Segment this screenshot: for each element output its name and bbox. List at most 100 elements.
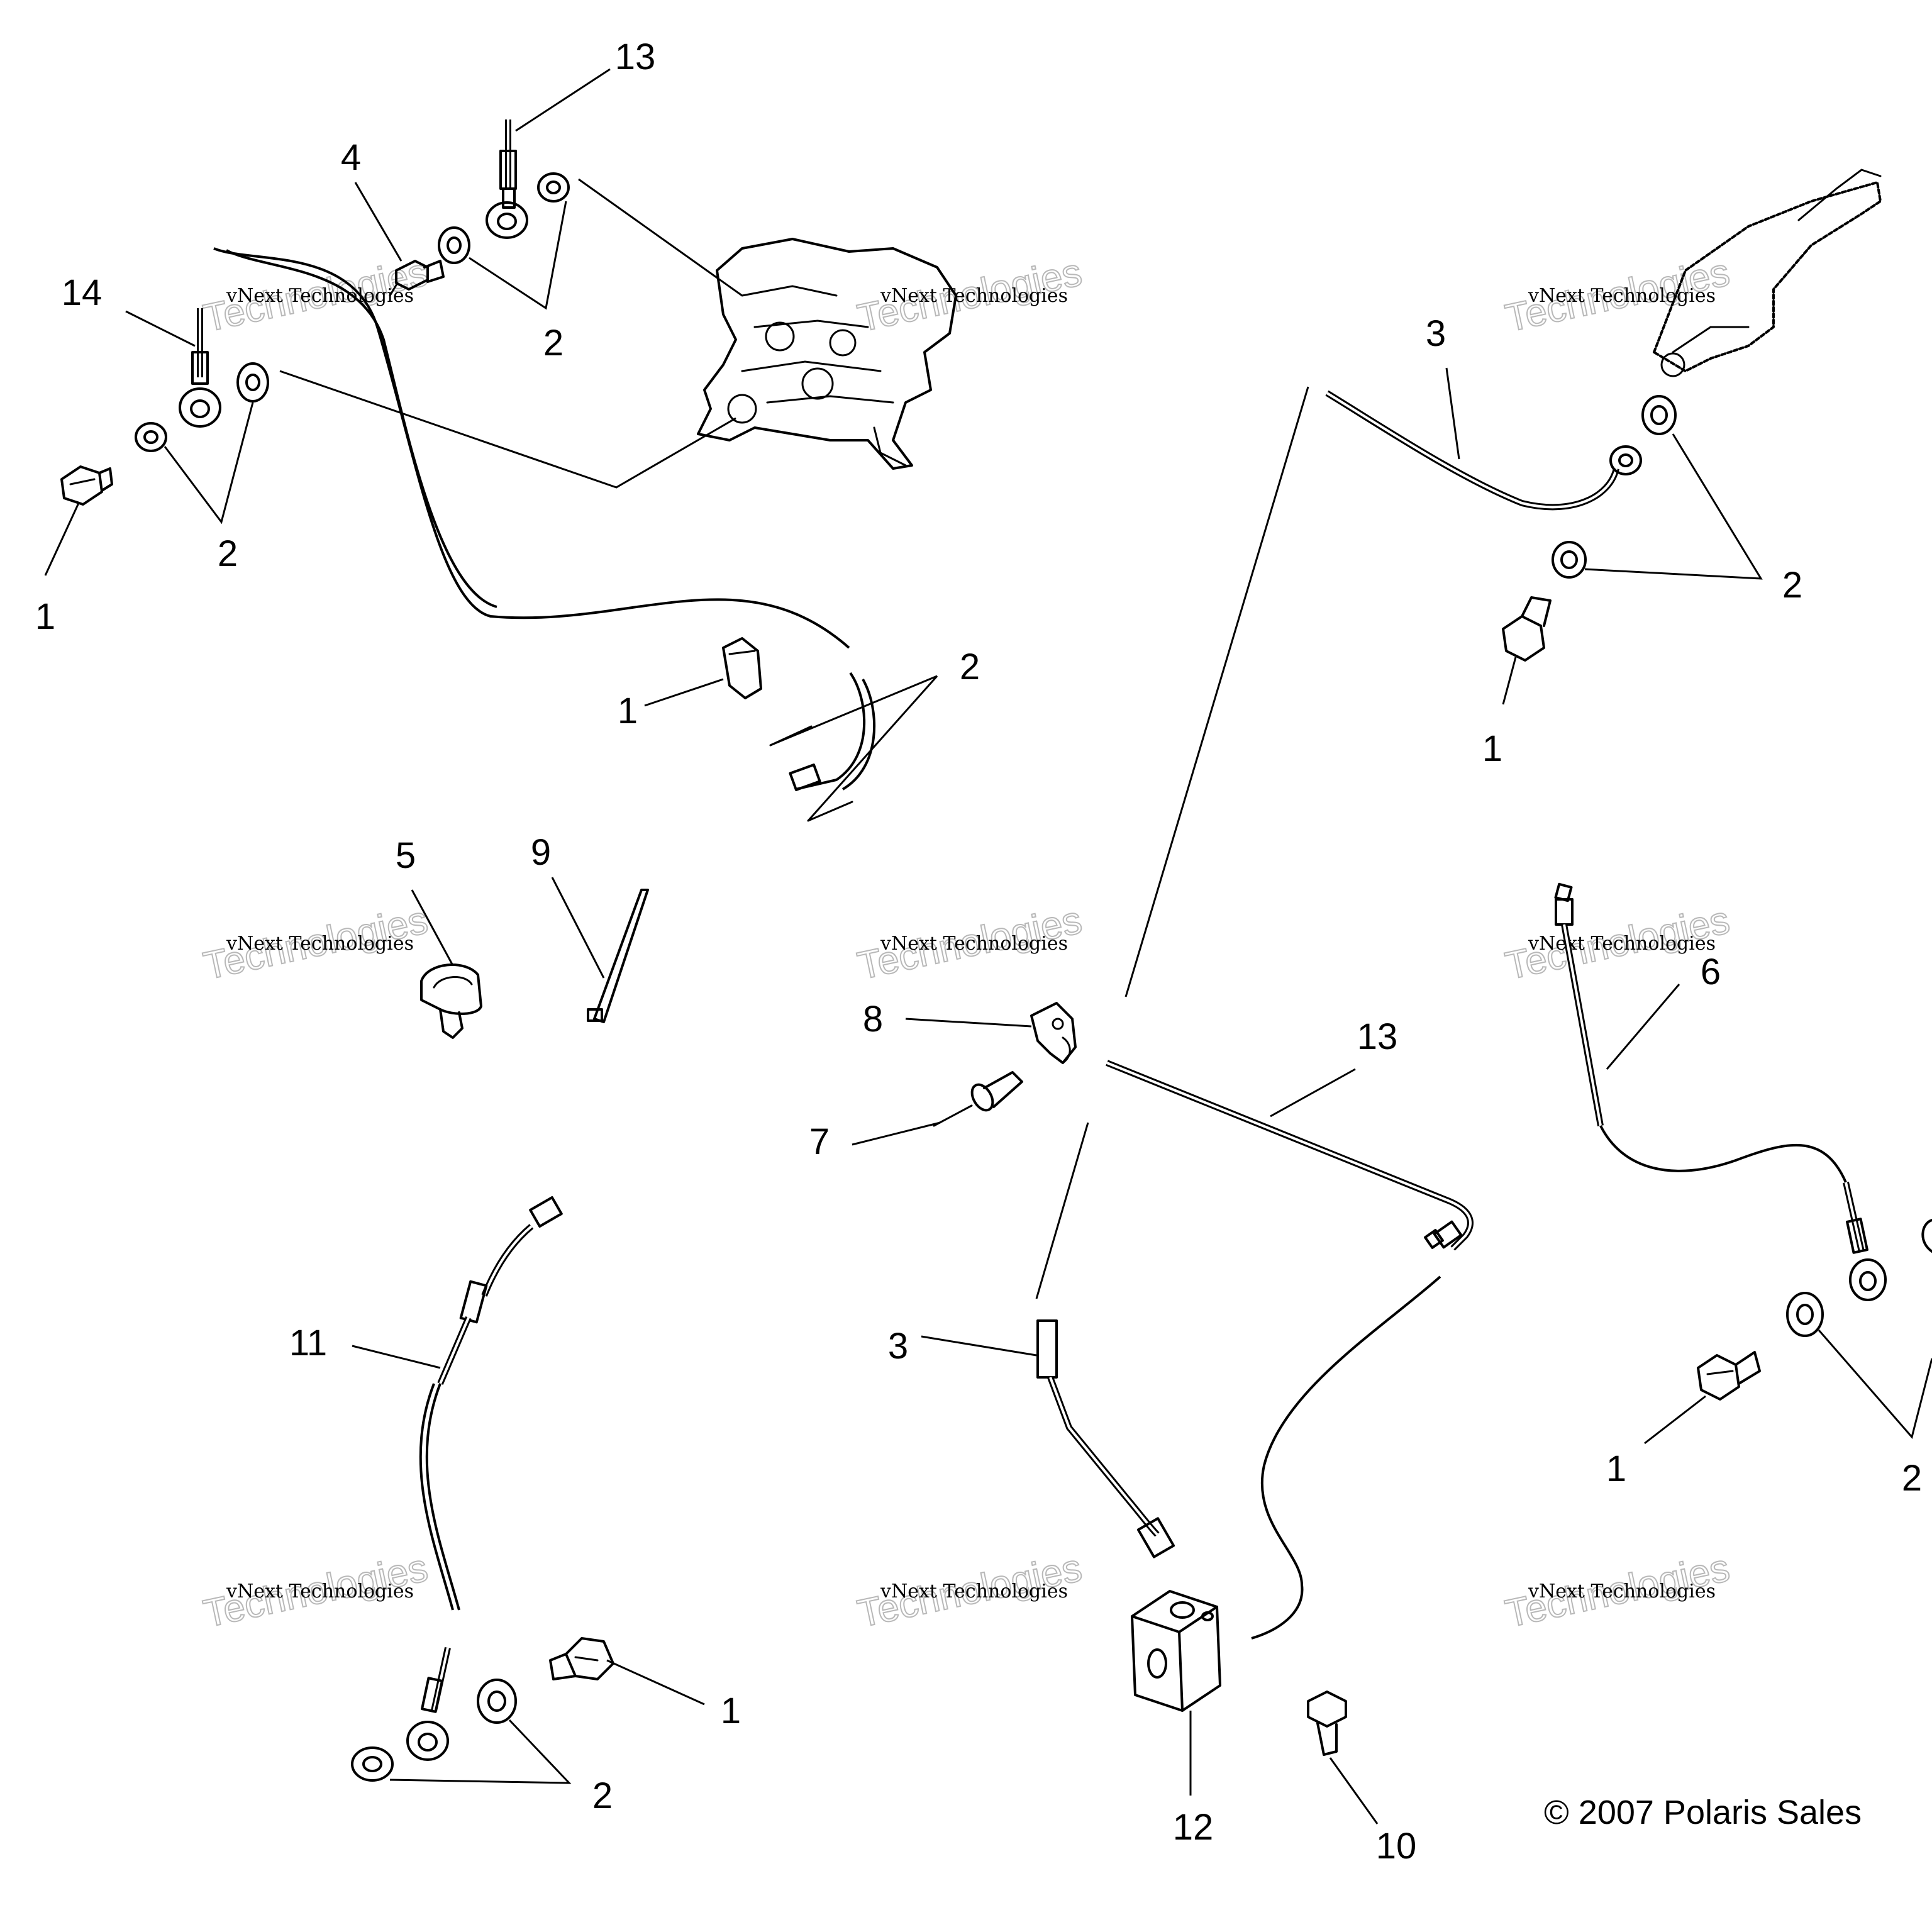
banjo-bolt-bottom-left [549, 1637, 614, 1680]
brake-line-13-rigid [1106, 1060, 1474, 1251]
watermark-middle-left: Technologies vNext Technologies [199, 897, 432, 989]
brake-hose-6 [1554, 882, 1887, 1301]
leader-2-right-mid [1818, 1330, 1932, 1440]
callout-c6: 6 [1701, 952, 1721, 992]
callout-c11: 11 [289, 1323, 327, 1363]
hose-tail-center [795, 672, 866, 791]
callout-c5: 5 [396, 835, 416, 876]
hose-return-curve [1251, 1275, 1441, 1640]
washer-top-a [537, 172, 570, 203]
leader-1-bottom-left [606, 1659, 705, 1706]
callout-c14: 14 [62, 272, 103, 313]
leader-13-center [1270, 1068, 1356, 1118]
washer-left-a [135, 422, 167, 452]
callout-c1b: 1 [1482, 728, 1502, 769]
banjo-bolt-center-left [722, 637, 762, 699]
hose-end-fitting-center [789, 763, 821, 791]
watermark-bottom-left: Technologies vNext Technologies [199, 1545, 432, 1636]
watermark-top-center: Technologies vNext Technologies [853, 250, 1086, 341]
brake-hose-long-curve [213, 247, 850, 649]
hose-bracket [1030, 1002, 1077, 1064]
svg-text:vNext Technologies: vNext Technologies [1528, 1580, 1716, 1602]
callout-c12: 12 [1173, 1807, 1214, 1848]
callout-c1a: 1 [35, 596, 55, 637]
svg-text:vNext Technologies: vNext Technologies [880, 285, 1068, 307]
distribution-block [1131, 1590, 1221, 1712]
leader-hose3-center [1124, 386, 1309, 997]
leader-1-right-mid [1644, 1395, 1706, 1445]
svg-text:vNext Technologies: vNext Technologies [1528, 933, 1716, 955]
leader-2-left [164, 402, 254, 525]
callout-c3b: 3 [888, 1326, 908, 1367]
banjo-bolt-right-mid [1697, 1351, 1761, 1401]
bleeder-screw [389, 260, 445, 297]
brake-hose-14-banjo [179, 308, 221, 428]
leader-8 [905, 1018, 1032, 1028]
leader-center-to-hose3b [1035, 1122, 1089, 1299]
leader-10 [1329, 1757, 1379, 1824]
brake-caliper [697, 238, 957, 470]
banjo-bolt-right-top [1502, 596, 1552, 662]
callout-c4: 4 [341, 137, 361, 178]
leader-7 [852, 1121, 941, 1146]
callout-c1c: 1 [618, 691, 638, 731]
callout-c9: 9 [531, 832, 551, 873]
watermark-middle-center: Technologies vNext Technologies [853, 897, 1086, 989]
leader-6 [1606, 984, 1680, 1070]
washer-edge-right [1921, 1219, 1932, 1253]
washer-bottom-left-a [351, 1746, 394, 1782]
leader-caliper-top [578, 178, 743, 297]
copyright-notice: © 2007 Polaris Sales [1544, 1794, 1862, 1831]
leader-caliper-left [279, 370, 736, 489]
leader-2-bottom-left [389, 1719, 572, 1784]
brake-hose-3-lower [1036, 1319, 1175, 1558]
callout-c2d: 2 [960, 647, 980, 687]
callout-c10: 10 [1376, 1826, 1417, 1867]
callout-c2e: 2 [1902, 1458, 1922, 1499]
callout-c1d: 1 [1606, 1448, 1626, 1489]
leader-2-right-top [1584, 433, 1763, 580]
svg-text:vNext Technologies: vNext Technologies [880, 933, 1068, 955]
leader-3-lower [921, 1335, 1037, 1357]
leader-1-center-left [644, 678, 724, 707]
leader-2-center-left [770, 675, 938, 821]
callout-c7: 7 [809, 1121, 830, 1162]
callout-c2c: 2 [1782, 565, 1802, 606]
leader-1-right-top [1502, 657, 1517, 705]
master-cylinder-lever [1653, 169, 1882, 377]
leader-5 [411, 889, 454, 966]
leader-3-upper [1445, 367, 1460, 460]
watermark-bottom-center: Technologies vNext Technologies [853, 1545, 1086, 1636]
leader-13-top [515, 68, 611, 132]
watermark-bottom-right: Technologies vNext Technologies [1501, 1545, 1734, 1636]
brake-hose-11 [406, 1196, 563, 1761]
callout-c2f: 2 [592, 1775, 613, 1816]
hose-clamp [420, 963, 482, 1039]
callout-c2a: 2 [543, 323, 564, 364]
svg-text:vNext Technologies: vNext Technologies [1528, 285, 1716, 307]
svg-text:vNext Technologies: vNext Technologies [226, 933, 414, 955]
brake-hose-long-curve-inner [226, 249, 497, 608]
brake-hose-upper-banjo [486, 119, 528, 239]
callout-c13b: 13 [1357, 1016, 1398, 1057]
callout-c2b: 2 [218, 533, 238, 574]
washer-right-top-b [1552, 541, 1587, 579]
leader-9 [551, 877, 605, 979]
hose-tail-center-2 [841, 679, 876, 791]
washer-left-b [236, 362, 269, 402]
callout-c8: 8 [863, 999, 883, 1040]
brake-hose-3-upper [1325, 390, 1642, 511]
banjo-bolt-left [60, 465, 113, 506]
svg-text:vNext Technologies: vNext Technologies [226, 1580, 414, 1602]
leader-1-left [44, 502, 80, 576]
callout-c13a: 13 [615, 36, 656, 77]
washer-top-b [438, 226, 470, 264]
svg-text:vNext Technologies: vNext Technologies [880, 1580, 1068, 1602]
callout-c1e: 1 [721, 1690, 741, 1731]
watermark-top-left: Technologies vNext Technologies [199, 250, 432, 341]
washer-edge-center-a [769, 725, 813, 747]
washer-edge-center-b [807, 801, 853, 822]
leader-2-top [469, 201, 567, 310]
